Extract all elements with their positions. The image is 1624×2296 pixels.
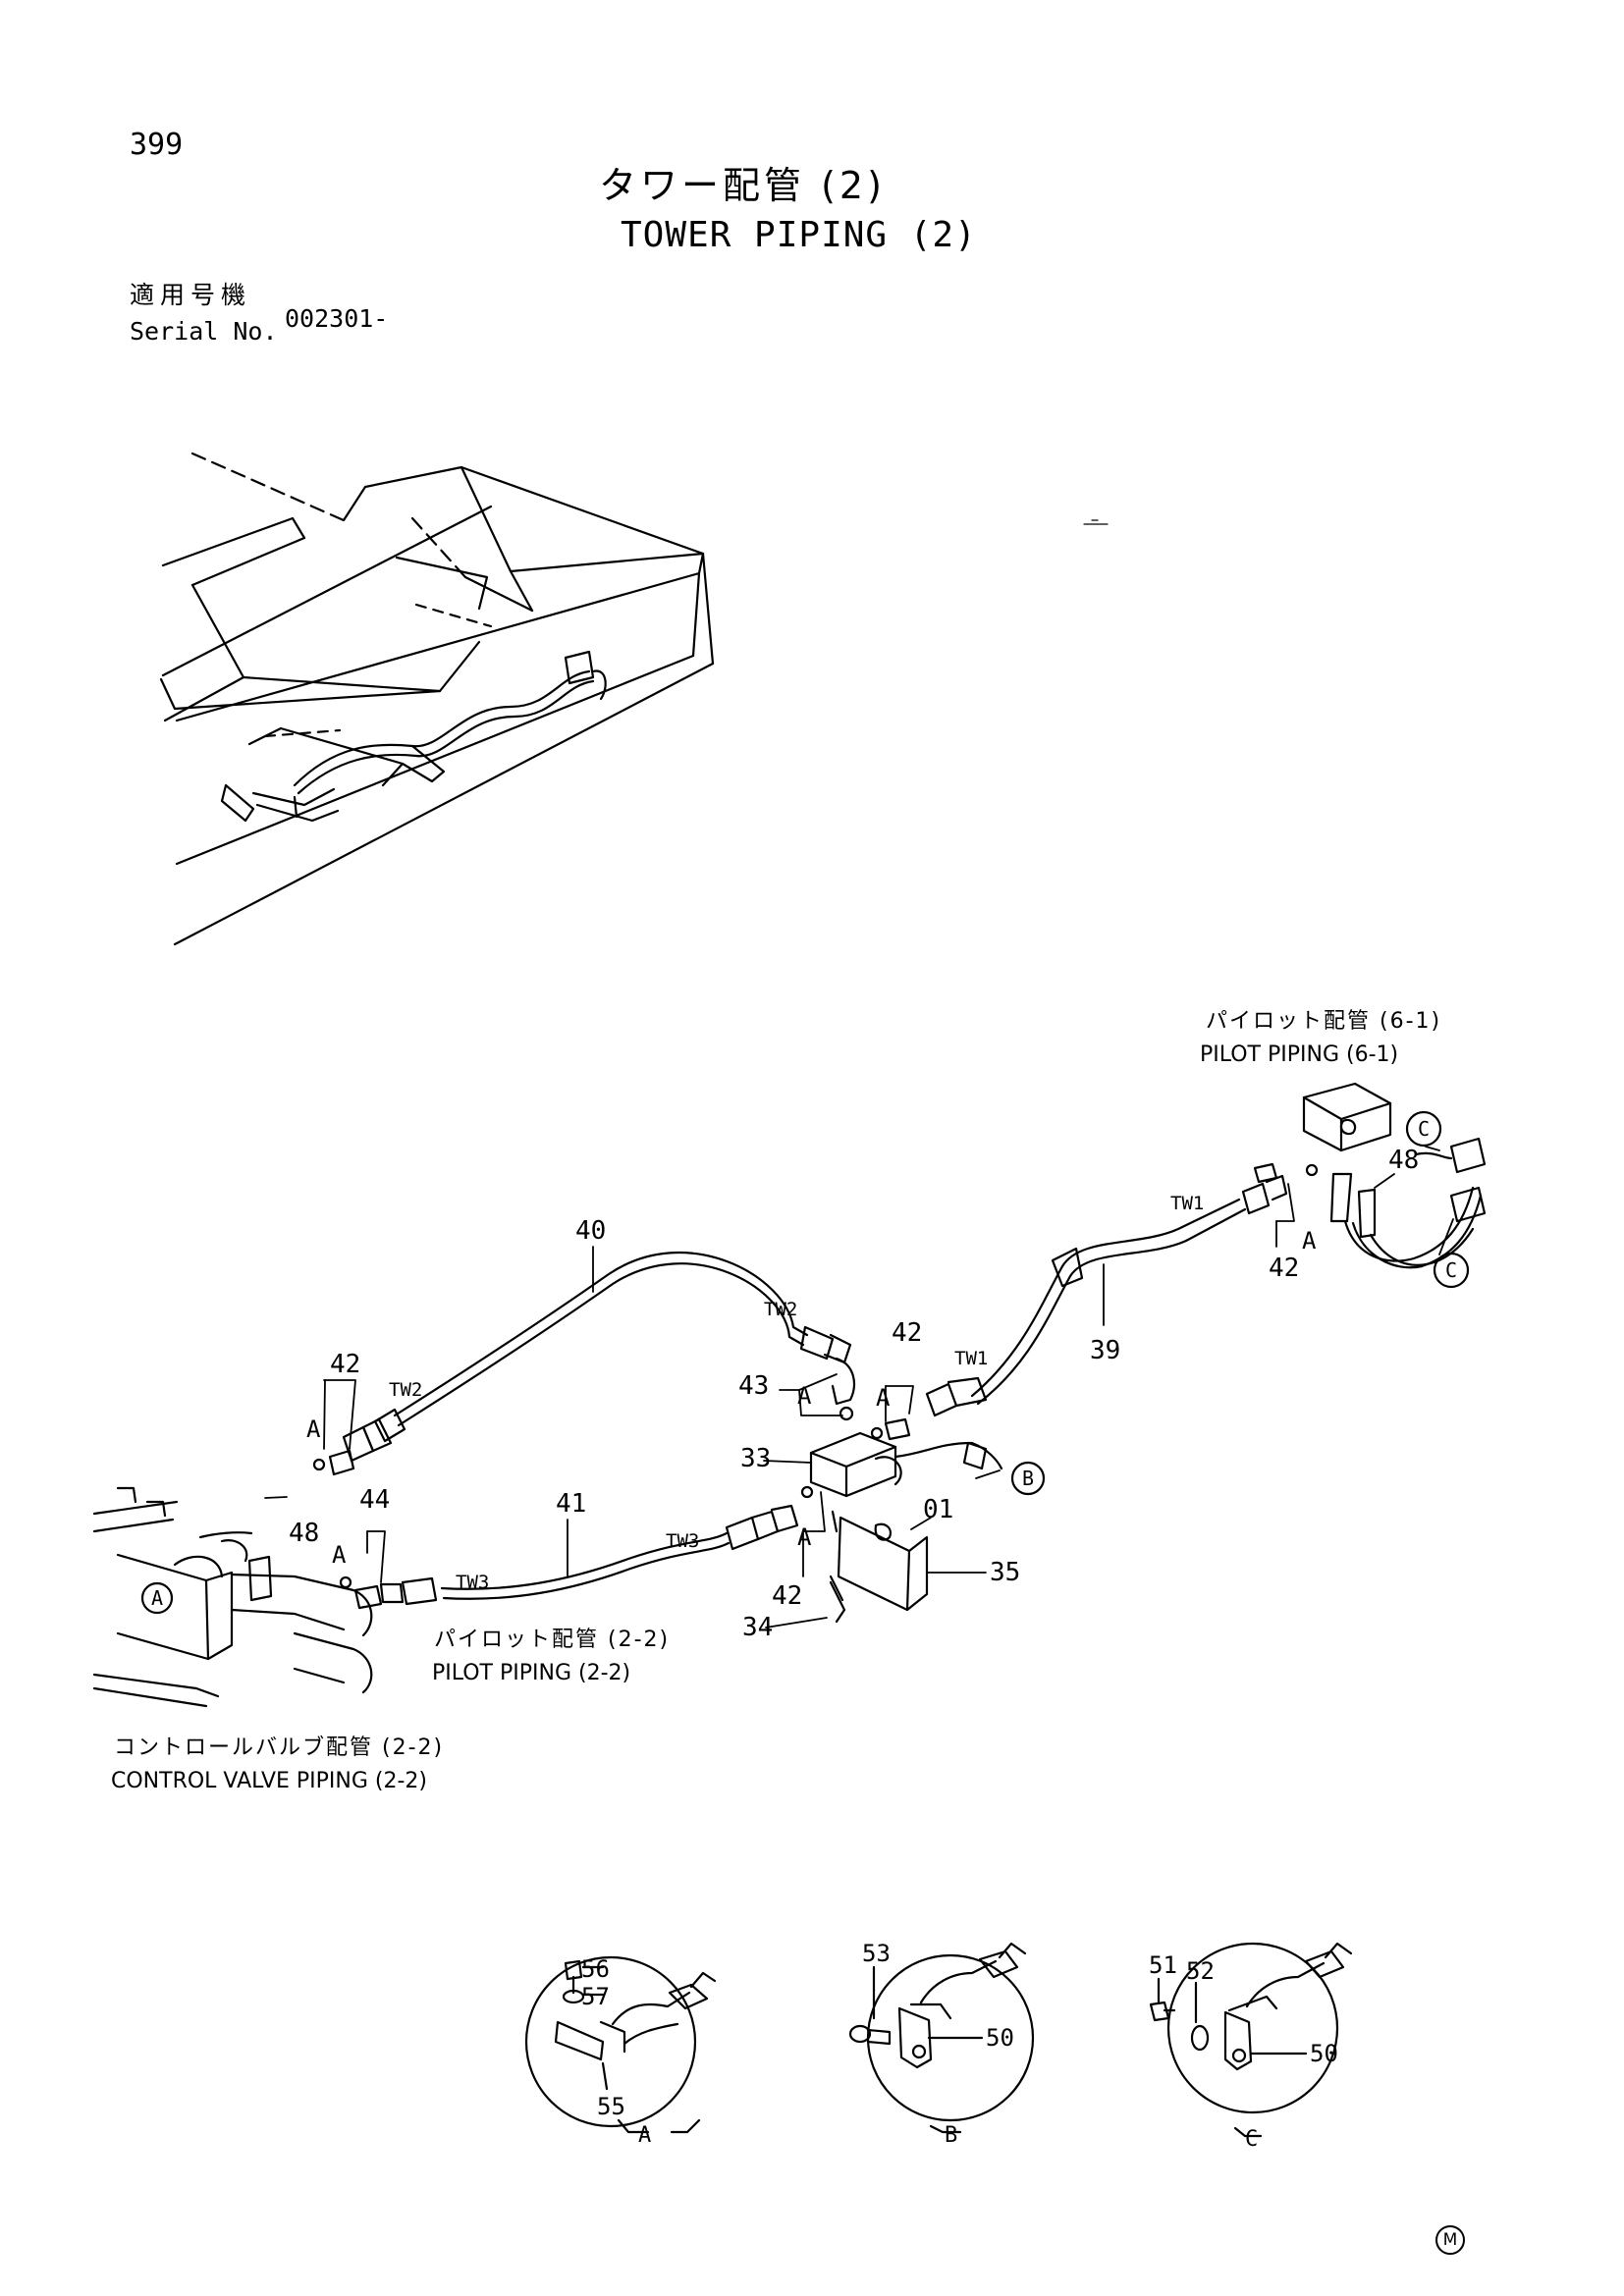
detail-view-c (1149, 1942, 1353, 2138)
o-ring-seal (839, 1406, 854, 1421)
callout-42-lower: 42 (772, 1581, 802, 1611)
detail-b-label: B (945, 2123, 957, 2148)
detail-view-a (524, 1955, 717, 2134)
hose-tag-tw2-right: TW2 (764, 1299, 797, 1320)
view-marker-circle-b (1010, 1461, 1046, 1496)
detail-c-part-51: 51 (1149, 1951, 1177, 1979)
hose-tag-tw1-upper: TW1 (1170, 1193, 1204, 1214)
callout-01: 01 (923, 1495, 953, 1524)
callout-40: 40 (575, 1216, 606, 1246)
view-marker-circle-c-top (1405, 1110, 1442, 1148)
callout-41: 41 (556, 1489, 586, 1519)
callout-42-left: 42 (330, 1350, 360, 1379)
callout-43: 43 (738, 1371, 769, 1401)
ref-control-valve-english: CONTROL VALVE PIPING (2-2) (111, 1769, 428, 1793)
pilot-block-assembly (1302, 1082, 1487, 1269)
callout-35: 35 (990, 1558, 1020, 1587)
callout-33: 33 (740, 1444, 771, 1473)
ref-pilot-6-1-japanese: パイロット配管 (6-1) (1206, 1009, 1442, 1034)
view-marker-a-text: A (151, 1586, 163, 1610)
coupling-fittings (312, 1162, 1319, 1610)
serial-label-english: Serial No. (130, 317, 278, 346)
detail-a-part-56: 56 (581, 1955, 610, 1983)
hose-tag-tw1-lower: TW1 (954, 1348, 988, 1369)
o-ring-seal (800, 1485, 814, 1499)
detail-view-b (848, 1942, 1035, 2134)
page-title-english: TOWER PIPING (2) (621, 215, 977, 255)
callout-42-center: 42 (892, 1318, 922, 1348)
detail-c-label: C (1245, 2127, 1258, 2152)
hose-39 (925, 1174, 1288, 1417)
page-title-japanese: タワー配管 (2) (599, 164, 886, 207)
detail-b-part-53: 53 (862, 1940, 891, 1967)
detail-a-label: A (638, 2123, 651, 2148)
hose-tag-tw3-left: TW3 (456, 1572, 489, 1593)
view-marker-c-bottom-text: C (1445, 1258, 1457, 1282)
manufacturer-mark-symbol: M (1435, 2225, 1465, 2255)
view-marker-circle-a (140, 1581, 174, 1615)
view-marker-b-text: B (1022, 1467, 1034, 1490)
control-valve-assembly (92, 1486, 373, 1708)
ref-pilot-2-2-english: PILOT PIPING (2-2) (432, 1661, 631, 1685)
hose-tag-tw3-right: TW3 (666, 1530, 699, 1552)
elbow-fitting-43 (831, 1357, 855, 1406)
view-marker-circle-c-bottom (1433, 1252, 1470, 1289)
serial-number-value: 002301- (285, 304, 389, 333)
detail-a-part-55: 55 (597, 2093, 625, 2120)
callout-42-right: 42 (1269, 1254, 1299, 1283)
view-marker-c-top-text: C (1418, 1117, 1430, 1141)
callout-39: 39 (1090, 1336, 1120, 1365)
block-33-assembly (809, 1431, 1003, 1624)
callout-34: 34 (742, 1613, 773, 1642)
frame-overview-illustration (159, 452, 1109, 946)
o-ring-seal (339, 1575, 352, 1589)
ref-pilot-2-2-japanese: パイロット配管 (2-2) (434, 1628, 671, 1652)
o-ring-seal (1305, 1163, 1319, 1177)
view-label-a-center: A (876, 1384, 891, 1412)
view-label-a-44: A (332, 1541, 347, 1569)
ref-control-valve-japanese: コントロールバルブ配管 (2-2) (114, 1735, 445, 1760)
callout-44: 44 (359, 1485, 390, 1515)
view-label-a-right: A (1302, 1227, 1317, 1255)
hose-41 (379, 1504, 799, 1606)
callout-48-right: 48 (1388, 1146, 1419, 1175)
callout-48-left: 48 (289, 1519, 319, 1548)
view-label-a-left: A (306, 1415, 321, 1443)
detail-b-part-50: 50 (986, 2024, 1014, 2052)
view-label-a-elbow: A (797, 1382, 812, 1410)
ref-pilot-6-1-english: PILOT PIPING (6-1) (1200, 1042, 1399, 1067)
o-ring-seal (870, 1426, 884, 1440)
hose-tag-tw2-left: TW2 (389, 1379, 422, 1401)
o-ring-seal (312, 1458, 326, 1471)
view-label-a-lower: A (797, 1523, 812, 1551)
leader-lines (264, 1173, 1395, 1629)
detail-a-part-57: 57 (581, 1983, 610, 2010)
detail-c-part-52: 52 (1186, 1957, 1215, 1985)
page-number: 399 (130, 128, 184, 162)
serial-label-japanese: 適用号機 (130, 281, 252, 309)
hose-40 (342, 1251, 852, 1463)
detail-c-part-50: 50 (1310, 2040, 1338, 2067)
